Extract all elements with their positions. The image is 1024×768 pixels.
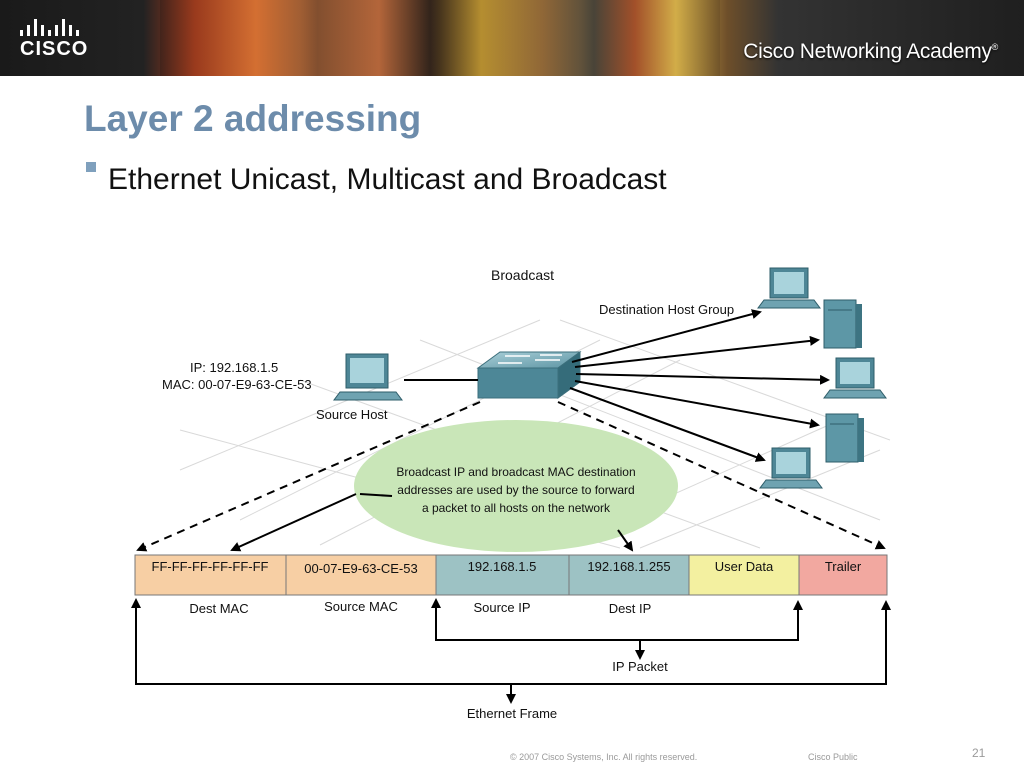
frame-field-label: Source MAC xyxy=(324,599,398,614)
diagram-heading: Broadcast xyxy=(491,267,554,283)
frame-dashed-lines xyxy=(136,401,886,552)
frame-field-label: Dest MAC xyxy=(189,601,248,616)
header-banner: CISCO Cisco Networking Academy® xyxy=(0,0,1024,76)
callout-ellipse xyxy=(354,420,678,552)
callout-line: Broadcast IP and broadcast MAC destinati… xyxy=(396,465,635,479)
frame-field-value: 00-07-E9-63-CE-53 xyxy=(304,561,417,576)
frame-field-source-ip-box xyxy=(435,554,570,596)
frame-field-value: Trailer xyxy=(825,559,862,574)
callout-pointers xyxy=(230,493,634,552)
frame-field-labels: Dest MAC Source MAC Source IP Dest IP xyxy=(189,599,651,616)
callout-line: addresses are used by the source to forw… xyxy=(397,483,634,497)
frame-field-label: Source IP xyxy=(473,600,530,615)
destination-server-1-icon xyxy=(823,299,862,349)
frame-field-values: FF-FF-FF-FF-FF-FF 00-07-E9-63-CE-53 192.… xyxy=(152,559,862,576)
bullet-square-icon xyxy=(86,162,96,172)
destination-computer-2-icon xyxy=(823,357,887,399)
frame-field-dest-mac-box xyxy=(134,554,287,596)
banner-photo-strip xyxy=(160,0,720,76)
ethernet-frame-label: Ethernet Frame xyxy=(467,706,557,721)
destination-computer-3-icon xyxy=(759,447,823,489)
ip-packet-bracket xyxy=(431,598,803,660)
destination-computer-1-icon xyxy=(757,267,821,309)
callout-text: Broadcast IP and broadcast MAC destinati… xyxy=(396,465,635,515)
broadcast-arrows xyxy=(569,309,830,462)
frame-field-value: User Data xyxy=(715,559,774,574)
frame-field-value: FF-FF-FF-FF-FF-FF xyxy=(152,559,269,574)
destination-server-2-icon xyxy=(825,413,864,463)
frame-field-value: 192.168.1.5 xyxy=(468,559,537,574)
page-number: 21 xyxy=(972,746,986,760)
slide-bullet-text: Ethernet Unicast, Multicast and Broadcas… xyxy=(108,163,667,196)
callout-line: a packet to all hosts on the network xyxy=(422,501,611,515)
frame-field-dest-ip-box xyxy=(568,554,690,596)
classification-label: Cisco Public xyxy=(808,752,858,762)
source-ip-label: IP: 192.168.1.5 xyxy=(190,360,278,375)
ethernet-frame-bracket xyxy=(131,598,891,704)
copyright-notice: © 2007 Cisco Systems, Inc. All rights re… xyxy=(510,752,698,762)
frame-field-source-mac-box xyxy=(285,554,437,596)
source-host-label: Source Host xyxy=(316,407,388,422)
networking-academy-title: Cisco Networking Academy® xyxy=(743,40,998,63)
destination-host-group-label: Destination Host Group xyxy=(599,302,734,317)
frame-field-label: Dest IP xyxy=(609,601,652,616)
ip-packet-label: IP Packet xyxy=(612,659,668,674)
cisco-logo-bars-icon xyxy=(20,19,79,36)
source-mac-label: MAC: 00-07-E9-63-CE-53 xyxy=(162,377,312,392)
ethernet-frame xyxy=(134,554,888,596)
source-label-pointer xyxy=(359,493,393,497)
cisco-logo-text: CISCO xyxy=(20,38,89,60)
source-host-computer-icon xyxy=(333,353,403,401)
frame-field-trailer-box xyxy=(798,554,888,596)
frame-field-value: 192.168.1.255 xyxy=(587,559,670,574)
switch-icon xyxy=(476,351,582,399)
slide-title: Layer 2 addressing xyxy=(84,98,422,139)
frame-field-user-data-box xyxy=(688,554,800,596)
